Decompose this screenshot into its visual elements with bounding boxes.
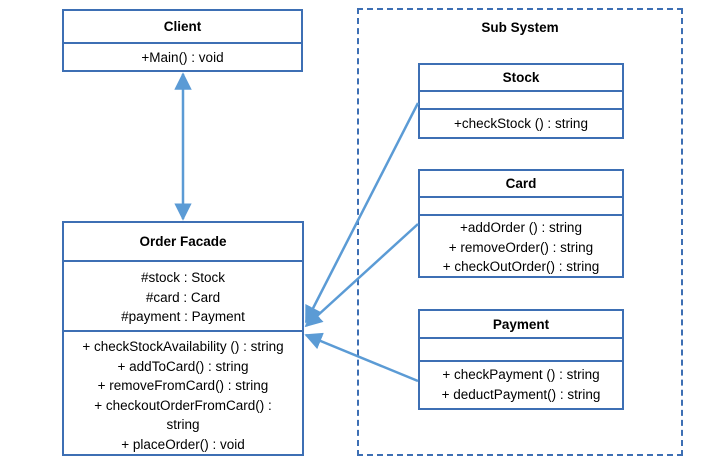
payment-operation: + deductPayment() : string bbox=[441, 386, 601, 402]
facade-attribute: #payment : Payment bbox=[121, 309, 245, 324]
facade-attribute: #stock : Stock bbox=[140, 270, 226, 285]
order-facade-class-name: Order Facade bbox=[139, 234, 227, 249]
client-operations: +Main() : void bbox=[64, 42, 301, 70]
card-to-facade-arrow bbox=[304, 223, 419, 328]
order-facade-attributes: #stock : Stock #card : Card #payment : P… bbox=[64, 260, 302, 330]
payment-class-name: Payment bbox=[492, 316, 550, 332]
card-attributes bbox=[420, 196, 622, 214]
payment-to-facade-arrow bbox=[304, 332, 419, 383]
payment-operations: + checkPayment () : string + deductPayme… bbox=[420, 360, 622, 408]
order-facade-operations: + checkStockAvailability () : string + a… bbox=[64, 330, 302, 454]
client-class[interactable]: Client +Main() : void bbox=[62, 9, 303, 72]
client-operation: +Main() : void bbox=[141, 50, 224, 65]
facade-attribute: #card : Card bbox=[145, 289, 221, 305]
payment-operation: + checkPayment () : string bbox=[442, 367, 600, 382]
stock-operation: +checkStock () : string bbox=[454, 116, 588, 131]
facade-operation: + checkStockAvailability () : string bbox=[82, 339, 284, 354]
stock-attributes bbox=[420, 90, 622, 108]
facade-operation: + removeFromCard() : string bbox=[97, 378, 269, 393]
stock-class-name: Stock bbox=[502, 70, 540, 85]
card-operation: + removeOrder() : string bbox=[448, 239, 594, 255]
payment-attributes bbox=[420, 337, 622, 360]
stock-class[interactable]: Stock +checkStock () : string bbox=[418, 63, 624, 139]
stock-to-facade-arrow bbox=[304, 102, 420, 324]
client-class-name: Client bbox=[163, 19, 202, 34]
stock-operations: +checkStock () : string bbox=[420, 108, 622, 137]
facade-operation: + placeOrder() : void bbox=[121, 436, 245, 452]
subsystem-package: Sub System bbox=[357, 8, 683, 456]
card-operations: +addOrder () : string + removeOrder() : … bbox=[420, 214, 622, 276]
card-class[interactable]: Card +addOrder () : string + removeOrder… bbox=[418, 169, 624, 278]
payment-class[interactable]: Payment + checkPayment () : string + ded… bbox=[418, 309, 624, 410]
facade-operation: + addToCard() : string bbox=[117, 358, 249, 374]
subsystem-label: Sub System bbox=[481, 20, 559, 35]
facade-operation: + checkoutOrderFromCard() : bbox=[94, 397, 272, 413]
card-operation: +addOrder () : string bbox=[460, 220, 582, 235]
card-class-name: Card bbox=[505, 176, 537, 191]
order-facade-class[interactable]: Order Facade #stock : Stock #card : Card… bbox=[62, 221, 304, 456]
card-operation: + checkOutOrder() : string bbox=[442, 259, 600, 274]
facade-operation: string bbox=[166, 417, 200, 432]
